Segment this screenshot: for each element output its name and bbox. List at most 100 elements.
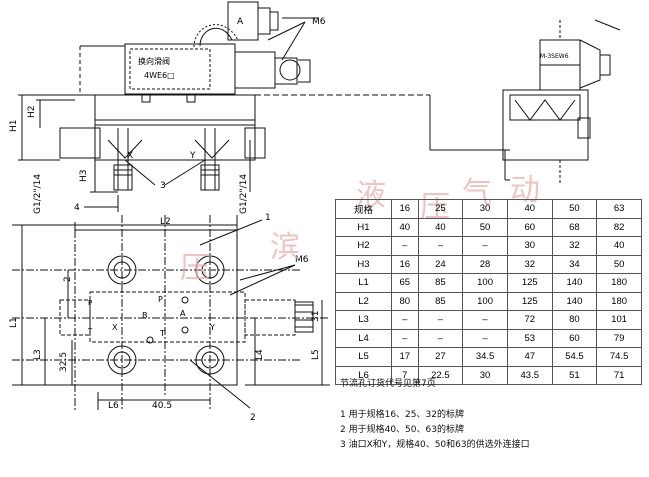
table-cell: 40 [506,199,553,219]
table-cell: 16 [391,199,419,219]
table-cell: 82 [596,217,642,237]
port-y: Y [209,323,215,332]
dim-2: 2 [63,276,73,282]
table-cell: 125 [506,273,553,293]
port-b: B [142,311,148,320]
table-cell: H2 [335,236,392,256]
table-cell: 68 [551,217,598,237]
table-cell: 72 [506,310,553,330]
table-cell: L1 [335,273,392,293]
table-cell: 40 [391,217,419,237]
table-cell: 140 [551,291,598,311]
port-t: T [159,329,165,338]
table-cell: – [417,236,464,256]
dim-h2: H2 [27,106,37,119]
dim-g-left: G1/2"/14 [33,174,43,214]
valve-name-label: 换向滑阀 [138,56,170,66]
table-cell: 17 [391,347,419,367]
table-cell: 85 [417,273,464,293]
table-cell: 34.5 [462,347,508,367]
table-cell: – [462,328,508,348]
table-cell: 50 [596,254,642,274]
dim-40-5: 40.5 [152,401,172,411]
solenoid-a-label: A [237,17,244,27]
table-cell: – [462,236,508,256]
port-p: P [158,295,163,304]
table-cell: 50 [462,217,508,237]
table-cell: 101 [596,310,642,330]
port-x: X [112,323,118,332]
table-cell: – [417,328,464,348]
table-cell: 34 [551,254,598,274]
table-cell: 32 [551,236,598,256]
valve-body [124,43,236,95]
table-cell: – [417,310,464,330]
table-cell: 50 [551,199,598,219]
port-x-top: X [127,151,133,161]
valve-model-label: 4WE6□ [144,71,175,80]
callout-1: 1 [265,213,271,223]
side-model-label: M-3SEW6 [540,53,569,60]
table-cell: 85 [417,291,464,311]
table-cell: 100 [462,291,508,311]
table-cell: 63 [596,199,642,219]
table-cell: H1 [335,217,392,237]
table-cell: 28 [462,254,508,274]
table-cell: 100 [462,273,508,293]
table-cell: 51 [551,365,598,385]
dim-h1: H1 [9,120,19,133]
table-cell: 30 [462,199,508,219]
table-cell: 71 [596,365,642,385]
dim-32-5: 32.5 [59,352,69,372]
dim-l4: L4 [255,349,265,360]
table-cell: 140 [551,273,598,293]
table-cell: 60 [506,217,553,237]
port-pl: P [88,299,92,307]
table-cell: L3 [335,310,392,330]
dim-l2: L2 [160,217,171,227]
table-cell: L6 [335,365,392,385]
dim-4: 4 [74,203,80,213]
dim-g-right: G1/2"/14 [239,174,249,214]
table-cell: 规格 [335,199,392,219]
dim-l3: L3 [33,349,43,360]
table-cell: 125 [506,291,553,311]
table-cell: L4 [335,328,392,348]
dim-h3: H3 [79,170,89,183]
table-cell: L2 [335,291,392,311]
table-cell: 79 [596,328,642,348]
table-cell: 43.5 [506,365,553,385]
table-cell: 53 [506,328,553,348]
table-footnote: 节流孔订货代号见第7页 [340,379,436,389]
table-cell: – [391,328,419,348]
dim-l5: L5 [311,349,321,360]
table-cell: 7 [391,365,419,385]
port-y-top: Y [189,151,196,161]
table-cell: – [391,236,419,256]
table-cell: 80 [551,310,598,330]
table-cell: 65 [391,273,419,293]
dim-31: 31 [311,311,321,322]
m6-side-label: M6 [295,255,309,265]
table-cell: – [391,310,419,330]
watermark-char: 滨 [270,230,300,265]
port-ts: T [87,327,93,335]
table-cell: 16 [391,254,419,274]
table-cell: 30 [506,236,553,256]
table-cell: – [462,310,508,330]
table-cell: 27 [417,347,464,367]
table-cell: 22.5 [417,365,464,385]
watermark-char: 压 [180,251,210,286]
dim-l6: L6 [108,401,119,411]
callout-3: 3 [160,181,166,191]
